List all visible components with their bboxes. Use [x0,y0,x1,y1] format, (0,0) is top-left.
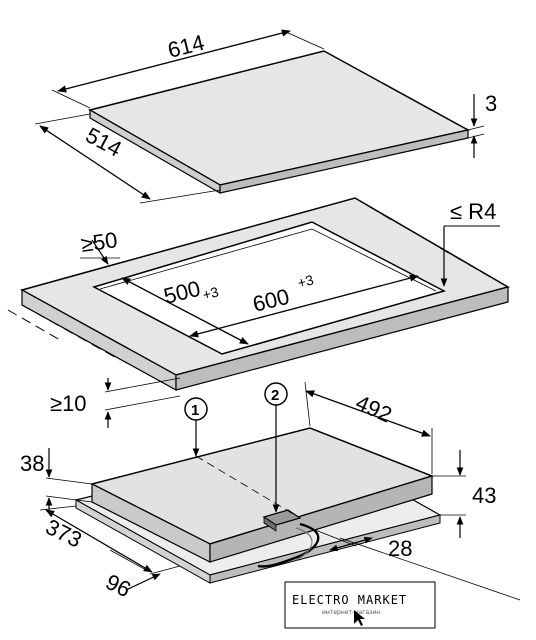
cooktop-top-view: 614 514 3 [34,29,497,204]
dim-label-373: 373 [42,514,86,553]
dim-label-96: 96 [102,569,135,602]
worktop-cutout-view: ≤ R4 ≥50 500 +3 600 +3 ≥10 [7,197,510,428]
cursor-icon [354,610,365,626]
housing-right [209,475,433,563]
dim-label-28: 28 [388,536,412,561]
dim-label-radius: ≤ R4 [450,199,496,224]
dim-label-edge-50: ≥50 [79,227,119,257]
watermark-logo: ELECTRO MARKET интернет-магазин [284,581,436,629]
dim-label-3: 3 [485,91,497,116]
watermark-tagline: интернет-магазин [322,609,380,616]
dim-label-thickness-10: ≥10 [50,391,87,416]
dim-line-373 [45,509,153,573]
dim-line-600 [189,274,419,338]
dim-line-514 [39,125,151,200]
dim-label-600-tol: +3 [296,271,316,290]
dim-line-492 [305,390,431,437]
callout-1-label: 1 [191,402,199,419]
power-cable [257,522,320,568]
cooktop-bottom-view: 1 2 492 38 43 373 96 [20,381,521,602]
dim-line-edge-50 [91,239,109,265]
dim-line-28 [329,536,373,552]
watermark-brand: ELECTRO MARKET [292,593,407,607]
dim-line-614 [57,29,291,93]
dim-label-38: 38 [20,451,44,476]
callout-2-label: 2 [271,387,279,404]
glass-top-surface [88,50,471,186]
dim-line-96 [125,573,161,591]
dim-label-43: 43 [472,483,496,508]
dim-label-614: 614 [165,30,207,63]
